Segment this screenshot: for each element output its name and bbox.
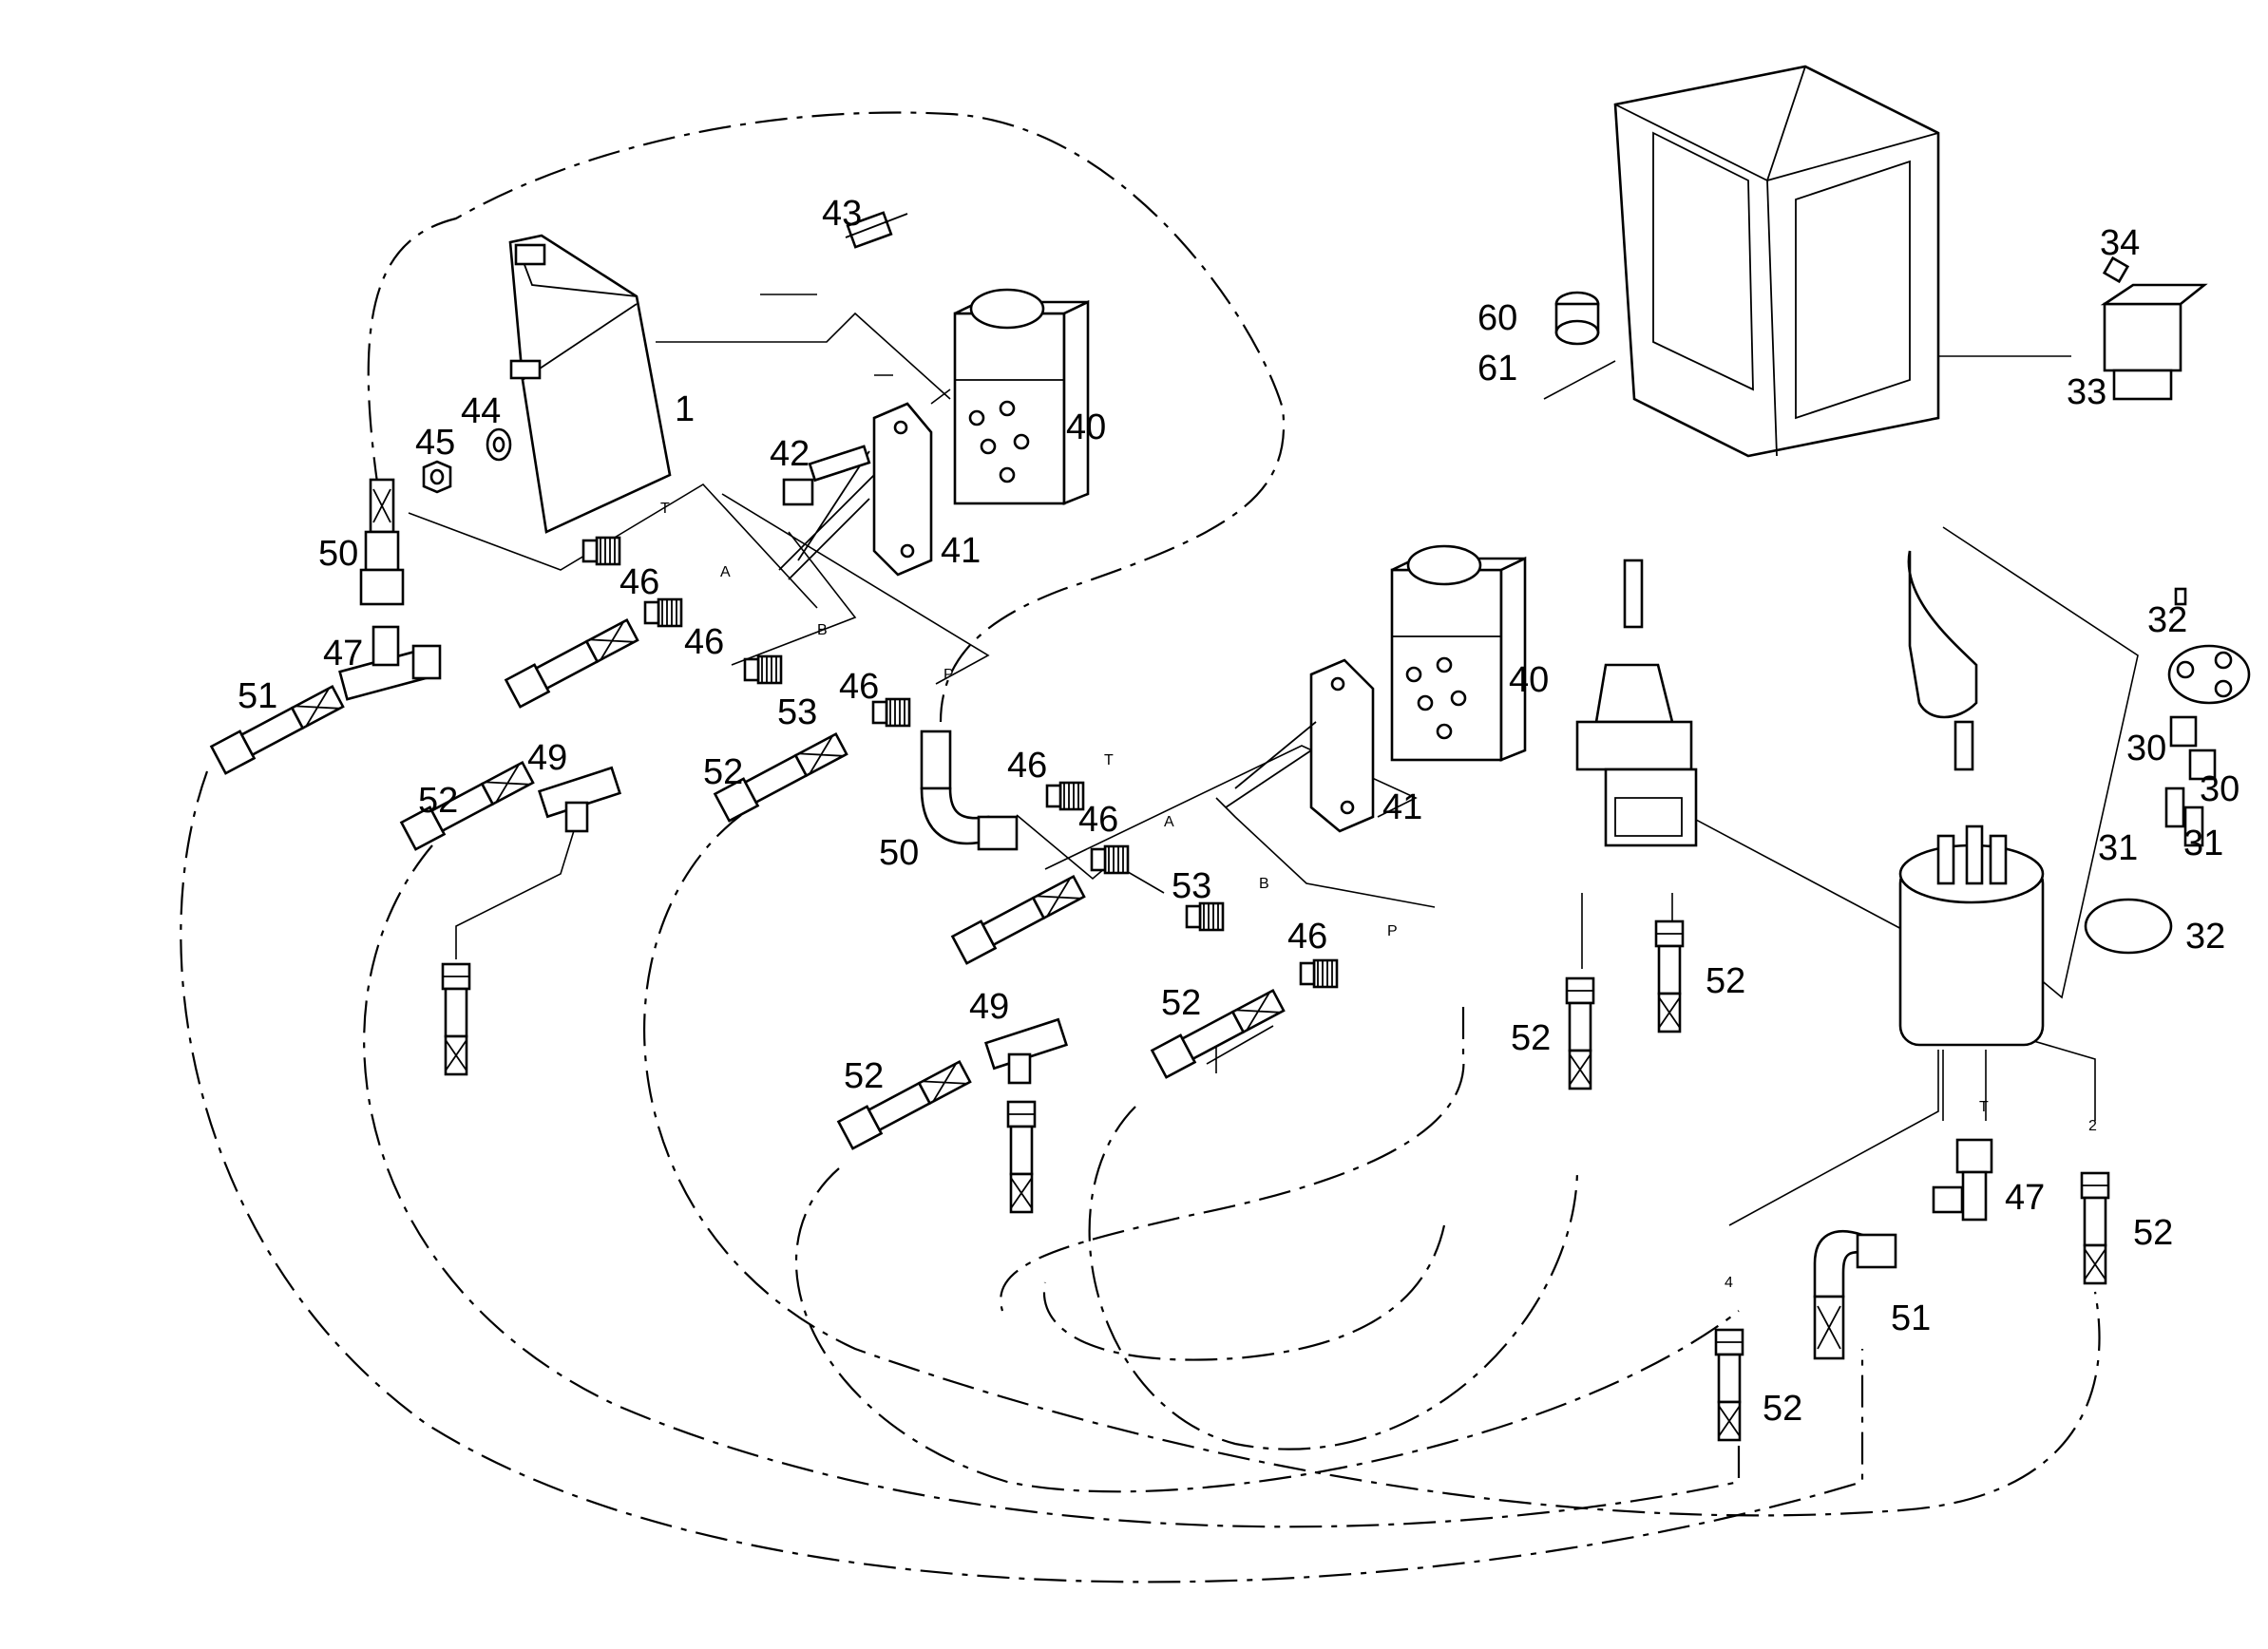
- fitting-46-lower-a: [1090, 844, 1130, 875]
- hose-46-lower: [951, 871, 1088, 965]
- port-label: B: [1259, 876, 1269, 892]
- part-label: 41: [1382, 787, 1422, 827]
- handle-parts: [2084, 587, 2251, 955]
- cab-illustration: [1613, 65, 1940, 458]
- part-label: 31: [2098, 828, 2138, 868]
- bolt-42: [782, 445, 871, 506]
- hose-routes: [180, 111, 2101, 1583]
- part-label: 50: [318, 534, 358, 574]
- part-label: 52: [1763, 1389, 1802, 1429]
- bolt-43: [845, 211, 908, 249]
- hose-46-left: [505, 615, 641, 709]
- adapter-plate-upper: [778, 402, 933, 580]
- port-label: P: [943, 667, 954, 683]
- fitting-T-upper: [581, 536, 621, 566]
- part-label: 33: [2067, 372, 2106, 412]
- hose-51-upper: [210, 681, 347, 775]
- port-label: A: [1164, 814, 1174, 830]
- fitting-46-lower-p: [1299, 958, 1339, 989]
- leader-lines: [408, 294, 2139, 1226]
- part-label: 52: [418, 781, 458, 821]
- part-label: 52: [1511, 1018, 1551, 1058]
- fitting-46-upper-a: [643, 597, 683, 628]
- switch-33-34: [2100, 256, 2208, 401]
- part-label: 47: [2005, 1178, 2045, 1218]
- fitting-B-upper: [743, 654, 783, 685]
- nut-45: [422, 460, 452, 494]
- solenoid-valve-upper: [953, 288, 1090, 505]
- elbow-51-lower: [1813, 1230, 1897, 1360]
- part-label: 32: [2147, 600, 2187, 640]
- tee-49-upper: [537, 766, 622, 833]
- elbow-50-upper: [359, 478, 405, 606]
- part-label: 52: [703, 752, 743, 792]
- hose-end-52-b: [1654, 919, 1685, 1033]
- tee-49-lower: [983, 1017, 1069, 1085]
- part-label: 51: [1891, 1298, 1931, 1338]
- elbow-50-lower: [920, 730, 1019, 851]
- part-label: 52: [1706, 961, 1745, 1001]
- part-label: 41: [941, 531, 981, 571]
- part-label: 46: [684, 622, 724, 662]
- part-label: 40: [1066, 408, 1106, 447]
- tee-47-lower: [1932, 1138, 1993, 1222]
- port-label: 2: [2088, 1118, 2097, 1134]
- part-label: 46: [619, 562, 659, 602]
- part-label: 51: [238, 676, 277, 716]
- port-label: T: [1104, 752, 1114, 768]
- part-label: 52: [2133, 1213, 2173, 1253]
- part-label: 31: [2183, 824, 2223, 863]
- fitting-53-lower: [1185, 901, 1225, 932]
- part-label: 44: [461, 391, 501, 431]
- hose-end-52-a: [1565, 976, 1595, 1090]
- pilot-control-unit: [1898, 550, 2045, 1047]
- part-label: 52: [1161, 983, 1201, 1023]
- port-label: P: [1387, 923, 1398, 939]
- hose-end-52-2: [2080, 1171, 2110, 1285]
- joystick-valve: [1575, 559, 1698, 847]
- part-label: 49: [969, 987, 1009, 1027]
- port-label: T: [1979, 1099, 1989, 1115]
- part-label: 42: [770, 434, 810, 474]
- part-label: 61: [1477, 349, 1517, 389]
- part-label: 46: [1007, 746, 1047, 786]
- part-label: 30: [2126, 729, 2166, 768]
- part-label: 50: [879, 833, 919, 873]
- hose-end-49-lower: [1006, 1100, 1037, 1214]
- part-label: 40: [1509, 660, 1549, 700]
- part-label: 52: [844, 1056, 884, 1096]
- part-label: 46: [1287, 917, 1327, 957]
- part-labels: 1 30 30 31 31 32 32 33 34 40 40 41 41 42…: [238, 194, 2239, 1429]
- solenoid-valve-lower: [1390, 544, 1527, 762]
- washer-44: [486, 427, 512, 462]
- part-label: 45: [415, 423, 455, 463]
- part-label: 43: [822, 194, 862, 234]
- hose-end-52-4: [1714, 1328, 1744, 1442]
- bracket-part-1: [508, 234, 672, 534]
- part-label: 46: [839, 667, 879, 707]
- part-label: 53: [1172, 866, 1211, 906]
- part-label: 1: [675, 389, 695, 429]
- part-label: 30: [2200, 769, 2239, 809]
- port-label: A: [720, 564, 731, 580]
- hose-end-left: [441, 962, 471, 1076]
- grommet-60-61: [1554, 291, 1600, 346]
- port-label: B: [817, 622, 828, 638]
- part-label: 34: [2100, 223, 2140, 263]
- part-label: 49: [527, 738, 567, 778]
- part-label: 46: [1078, 800, 1118, 840]
- port-labels: T A B P T A B P T 4 2: [660, 501, 2097, 1291]
- part-label: 60: [1477, 298, 1517, 338]
- part-label: 32: [2185, 917, 2225, 957]
- adapter-plate-lower: [1225, 658, 1375, 833]
- port-label: T: [660, 501, 670, 517]
- part-label: 53: [777, 692, 817, 732]
- tee-47-upper: [338, 625, 442, 701]
- part-label: 47: [323, 634, 363, 673]
- port-label: 4: [1725, 1275, 1733, 1291]
